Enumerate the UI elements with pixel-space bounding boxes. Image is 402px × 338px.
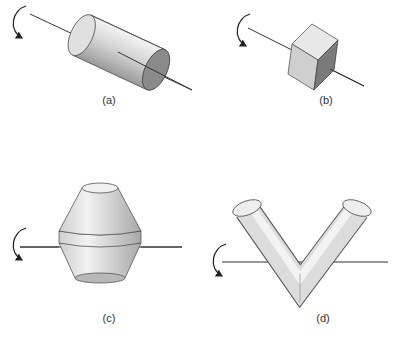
panel-label: (d) <box>316 313 329 324</box>
double-cone <box>13 183 182 283</box>
panel-label: (b) <box>319 95 332 106</box>
bent-rod <box>213 196 388 302</box>
panel-label: (c) <box>103 313 116 324</box>
cylinder <box>13 6 192 94</box>
panel-label: (a) <box>102 95 115 106</box>
cube <box>237 14 364 90</box>
